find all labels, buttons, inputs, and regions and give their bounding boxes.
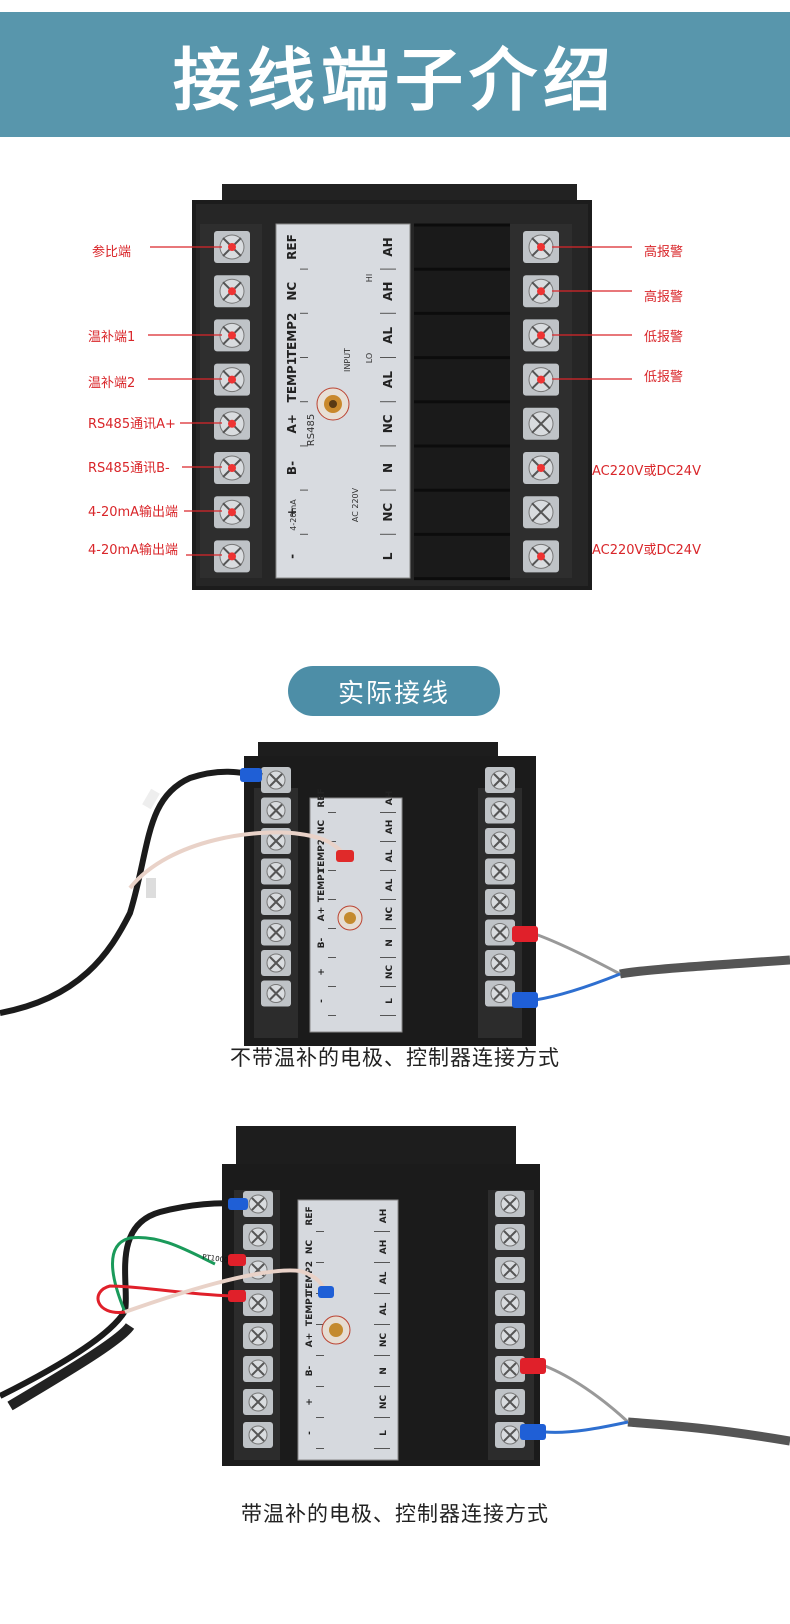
panel-right-label: AL [381, 371, 395, 388]
panel-right-label: AH [381, 237, 395, 256]
panel-right-label: AL [385, 849, 395, 862]
highlight-dot [228, 419, 236, 428]
panel-right-label: N [381, 463, 395, 473]
panel-text-input: INPUT [343, 348, 352, 372]
panel-text-ac: AC 220V [351, 487, 360, 522]
section-title: 实际接线 [288, 666, 500, 716]
label-power-2: AC220V或DC24V [592, 543, 701, 558]
label-high-alarm-2: 高报警 [644, 290, 684, 305]
panel-left-label: B- [317, 937, 327, 948]
panel-right-label: L [381, 552, 395, 560]
panel-left-label: - [305, 1431, 315, 1435]
label-rs485-b: RS485通讯B- [88, 461, 170, 476]
panel-right-label: AH [385, 791, 395, 806]
panel-left-label: + [285, 507, 299, 517]
panel-right-label: NC [379, 1395, 389, 1410]
panel-left-label: REF [285, 234, 299, 260]
highlight-dot [537, 287, 545, 296]
panel-right-label: AH [385, 820, 395, 835]
label-low-alarm-2: 低报警 [644, 370, 684, 385]
panel-left-label: A+ [305, 1333, 315, 1348]
highlight-dot [228, 552, 236, 561]
panel-right-label: NC [379, 1333, 389, 1348]
panel-right-label: N [385, 939, 395, 947]
panel-right-label: NC [385, 907, 395, 922]
panel-left-label: B- [305, 1365, 315, 1376]
panel-left-label: NC [285, 282, 299, 301]
panel-right-label: AL [379, 1271, 389, 1284]
left-terminal-strip [214, 231, 250, 573]
label-temp1: 温补端1 [88, 330, 136, 345]
panel-left-label: + [317, 968, 327, 976]
pt1000-tag: PT1000 [202, 1253, 229, 1265]
panel-right-label: NC [381, 414, 395, 433]
panel-left-label: TEMP2 [285, 313, 299, 358]
highlight-dot [228, 331, 236, 340]
panel-left-label: TEMP2 [317, 839, 327, 873]
panel-right-label: L [385, 998, 395, 1004]
label-ma-out-2: 4-20mA输出端 [88, 543, 179, 558]
panel-left-label: B- [285, 461, 299, 475]
panel-right-label: NC [385, 965, 395, 980]
highlight-dot [537, 464, 545, 472]
panel-left-label: REF [317, 788, 327, 807]
photo2-caption: 带温补的电极、控制器连接方式 [241, 1502, 549, 1526]
panel-right-label: AH [379, 1240, 389, 1255]
right-terminal-strip [523, 231, 559, 573]
panel-left-label: NC [305, 1240, 315, 1255]
panel-left-label: A+ [285, 414, 299, 433]
panel-text-rs485: RS485 [306, 414, 317, 446]
page-title: 接线端子介绍 [172, 42, 617, 121]
highlight-dot [537, 552, 545, 561]
panel-right-label: L [379, 1430, 389, 1436]
panel-right-label: AH [381, 282, 395, 301]
highlight-dot [228, 287, 236, 296]
label-low-alarm-1: 低报警 [644, 330, 684, 345]
label-temp2: 温补端2 [88, 376, 136, 391]
label-ref: 参比端 [92, 245, 132, 260]
panel-left-label: + [305, 1398, 315, 1406]
highlight-dot [537, 243, 545, 251]
panel-left-label: NC [317, 820, 327, 835]
label-rs485-a: RS485通讯A+ [88, 417, 176, 432]
highlight-dot [537, 375, 545, 384]
highlight-dot [537, 331, 545, 340]
panel-right-label: N [379, 1367, 389, 1375]
panel-left-label: - [317, 999, 327, 1003]
panel-left-label: - [285, 554, 299, 559]
panel-left-label: TEMP1 [285, 357, 299, 402]
panel-right-label: NC [381, 503, 395, 522]
label-ma-out-1: 4-20mA输出端 [88, 505, 179, 520]
panel-left-label: TEMP2 [305, 1261, 315, 1295]
panel-right-label: AL [379, 1302, 389, 1315]
highlight-dot [228, 464, 236, 472]
panel-left-label: A+ [317, 907, 327, 922]
label-power-1: AC220V或DC24V [592, 464, 701, 479]
highlight-dot [228, 508, 236, 517]
label-high-alarm-1: 高报警 [644, 245, 684, 260]
highlight-dot [228, 375, 236, 384]
panel-right-label: AL [381, 327, 395, 344]
panel-text-ma: 4-20mA [289, 499, 298, 531]
panel-left-label: TEMP1 [317, 868, 327, 902]
photo1-caption: 不带温补的电极、控制器连接方式 [230, 1046, 560, 1070]
panel-text-hi: HI [365, 274, 374, 282]
panel-right-label: AH [379, 1209, 389, 1224]
title-banner: 接线端子介绍 [0, 12, 790, 137]
panel-left-label: TEMP1 [305, 1292, 315, 1326]
panel-right-label: AL [385, 878, 395, 891]
panel-left-label: REF [305, 1206, 315, 1225]
highlight-dot [228, 243, 236, 251]
panel-text-lo: LO [365, 353, 374, 363]
